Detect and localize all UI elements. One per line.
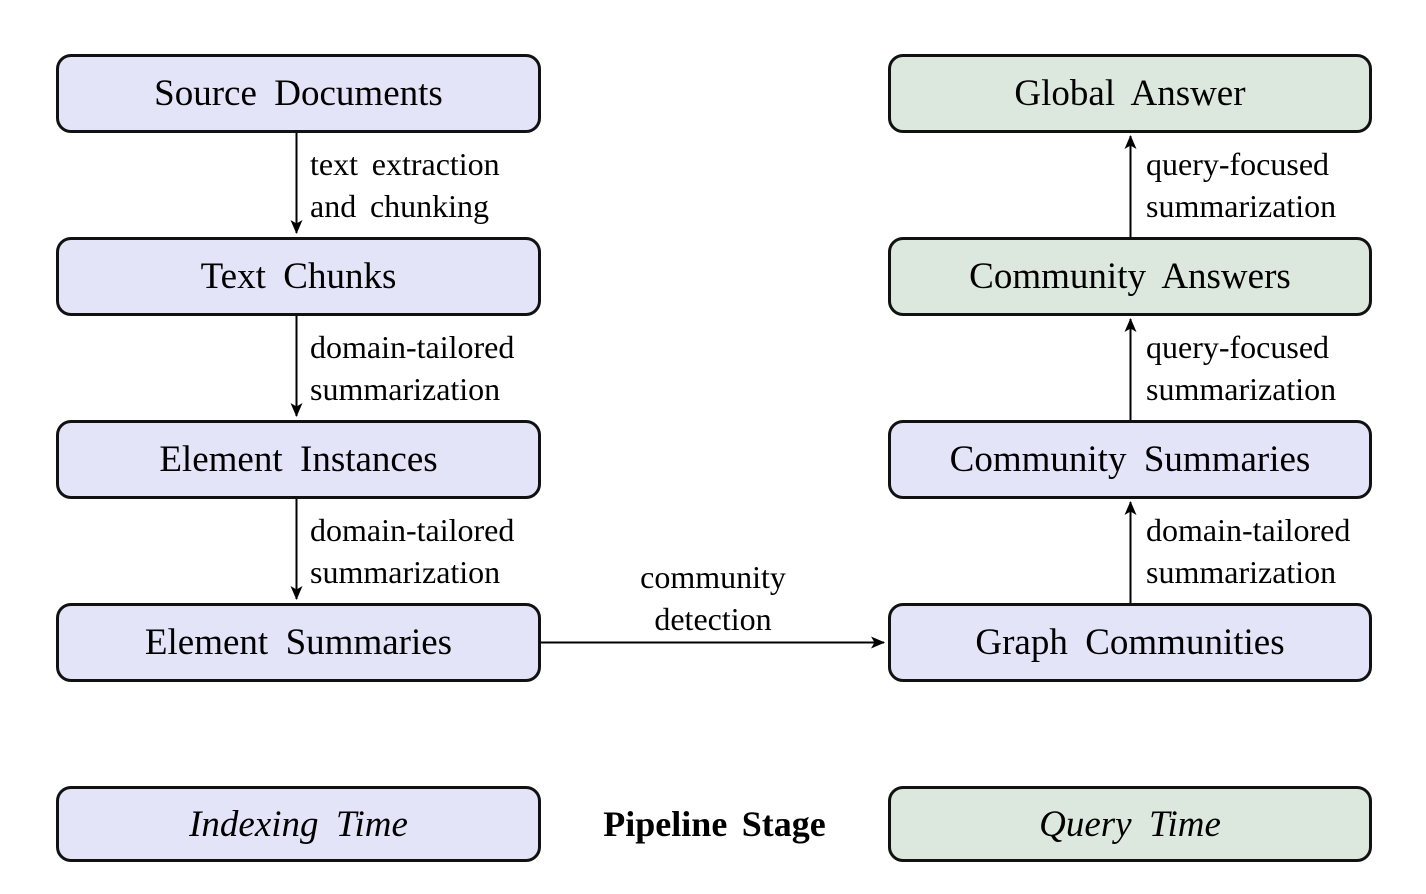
node-source-documents-label: Source Documents	[154, 73, 443, 114]
edge-label-chunk-summarization: domain-tailored summarization	[310, 326, 514, 410]
node-text-chunks: Text Chunks	[56, 237, 541, 316]
node-graph-communities-label: Graph Communities	[975, 622, 1285, 663]
edge-label-community-answering: query-focused summarization	[1146, 326, 1336, 410]
edge-label-line: detection	[654, 601, 772, 637]
legend-pipeline-stage-label: Pipeline Stage	[603, 804, 826, 844]
node-community-answers: Community Answers	[888, 237, 1372, 316]
edge-label-line: summarization	[310, 554, 501, 590]
edge-label-text-extraction: text extraction and chunking	[310, 143, 500, 227]
legend-query-time: Query Time	[888, 786, 1372, 862]
node-graph-communities: Graph Communities	[888, 603, 1372, 682]
edge-label-line: domain-tailored	[310, 512, 515, 548]
edge-label-line: text extraction	[310, 146, 500, 182]
edge-label-community-detection: community detection	[640, 556, 786, 640]
edge-label-line: summarization	[1146, 188, 1337, 224]
edge-label-line: query-focused	[1146, 146, 1330, 182]
edge-label-line: domain-tailored	[1146, 512, 1351, 548]
node-global-answer: Global Answer	[888, 54, 1372, 133]
edge-label-element-summarization: domain-tailored summarization	[310, 509, 514, 593]
node-element-instances-label: Element Instances	[159, 439, 438, 480]
edge-label-global-answering: query-focused summarization	[1146, 143, 1336, 227]
edge-label-line: summarization	[310, 371, 501, 407]
node-element-instances: Element Instances	[56, 420, 541, 499]
node-element-summaries-label: Element Summaries	[144, 622, 453, 663]
edge-label-community-summarization: domain-tailored summarization	[1146, 509, 1350, 593]
node-community-answers-label: Community Answers	[969, 256, 1291, 297]
node-source-documents: Source Documents	[56, 54, 541, 133]
node-text-chunks-label: Text Chunks	[200, 256, 397, 297]
legend-query-time-label: Query Time	[1039, 803, 1221, 845]
legend-pipeline-stage: Pipeline Stage	[541, 786, 888, 862]
node-element-summaries: Element Summaries	[56, 603, 541, 682]
edge-label-line: domain-tailored	[310, 329, 515, 365]
legend-indexing-time: Indexing Time	[56, 786, 541, 862]
node-community-summaries-label: Community Summaries	[949, 439, 1311, 480]
edge-label-line: community	[640, 559, 786, 595]
edge-label-line: and chunking	[310, 188, 490, 224]
edge-label-line: summarization	[1146, 554, 1337, 590]
edge-label-line: query-focused	[1146, 329, 1330, 365]
legend-indexing-time-label: Indexing Time	[189, 803, 408, 845]
edge-label-line: summarization	[1146, 371, 1337, 407]
node-community-summaries: Community Summaries	[888, 420, 1372, 499]
node-global-answer-label: Global Answer	[1014, 73, 1246, 114]
